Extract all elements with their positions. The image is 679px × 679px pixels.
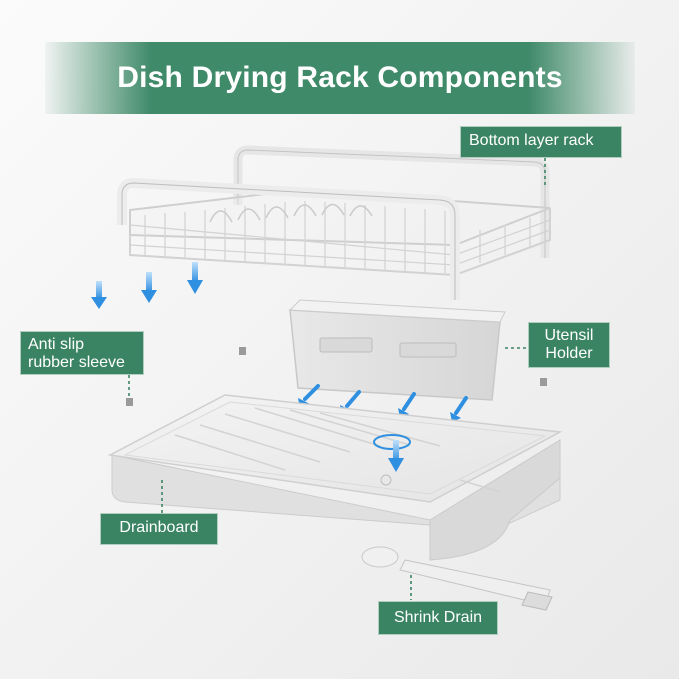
page-title: Dish Drying Rack Components — [117, 61, 563, 94]
label-shrink-drain: Shrink Drain — [378, 601, 498, 635]
rubber-sleeve — [540, 378, 547, 386]
rubber-sleeve — [126, 398, 133, 406]
label-utensil-holder: Utensil Holder — [528, 322, 610, 368]
drainboard — [107, 394, 563, 561]
down-arrow-icon — [141, 272, 157, 303]
label-anti-slip-line2: rubber sleeve — [28, 354, 125, 372]
label-bottom-layer-rack-text: Bottom layer rack — [469, 132, 594, 149]
rubber-sleeve — [239, 347, 246, 355]
label-utensil-line1: Utensil — [544, 327, 594, 344]
label-anti-slip-line1: Anti slip — [28, 336, 85, 353]
down-arrow-icon — [187, 262, 203, 294]
label-bottom-layer-rack: Bottom layer rack — [460, 126, 622, 158]
bottom-layer-rack — [117, 145, 551, 300]
label-utensil-line2: Holder — [545, 345, 593, 363]
leader-lines — [128, 158, 546, 600]
label-anti-slip-rubber-sleeve: Anti slip rubber sleeve — [20, 331, 144, 375]
shrink-drain — [361, 546, 553, 611]
label-drainboard: Drainboard — [100, 513, 218, 545]
label-shrink-drain-text: Shrink Drain — [393, 609, 483, 626]
label-drainboard-text: Drainboard — [119, 519, 199, 536]
header-banner: Dish Drying Rack Components — [45, 42, 635, 114]
down-arrow-icon — [91, 281, 107, 309]
utensil-holder — [288, 299, 506, 401]
drain-arrow-icon — [303, 384, 468, 415]
